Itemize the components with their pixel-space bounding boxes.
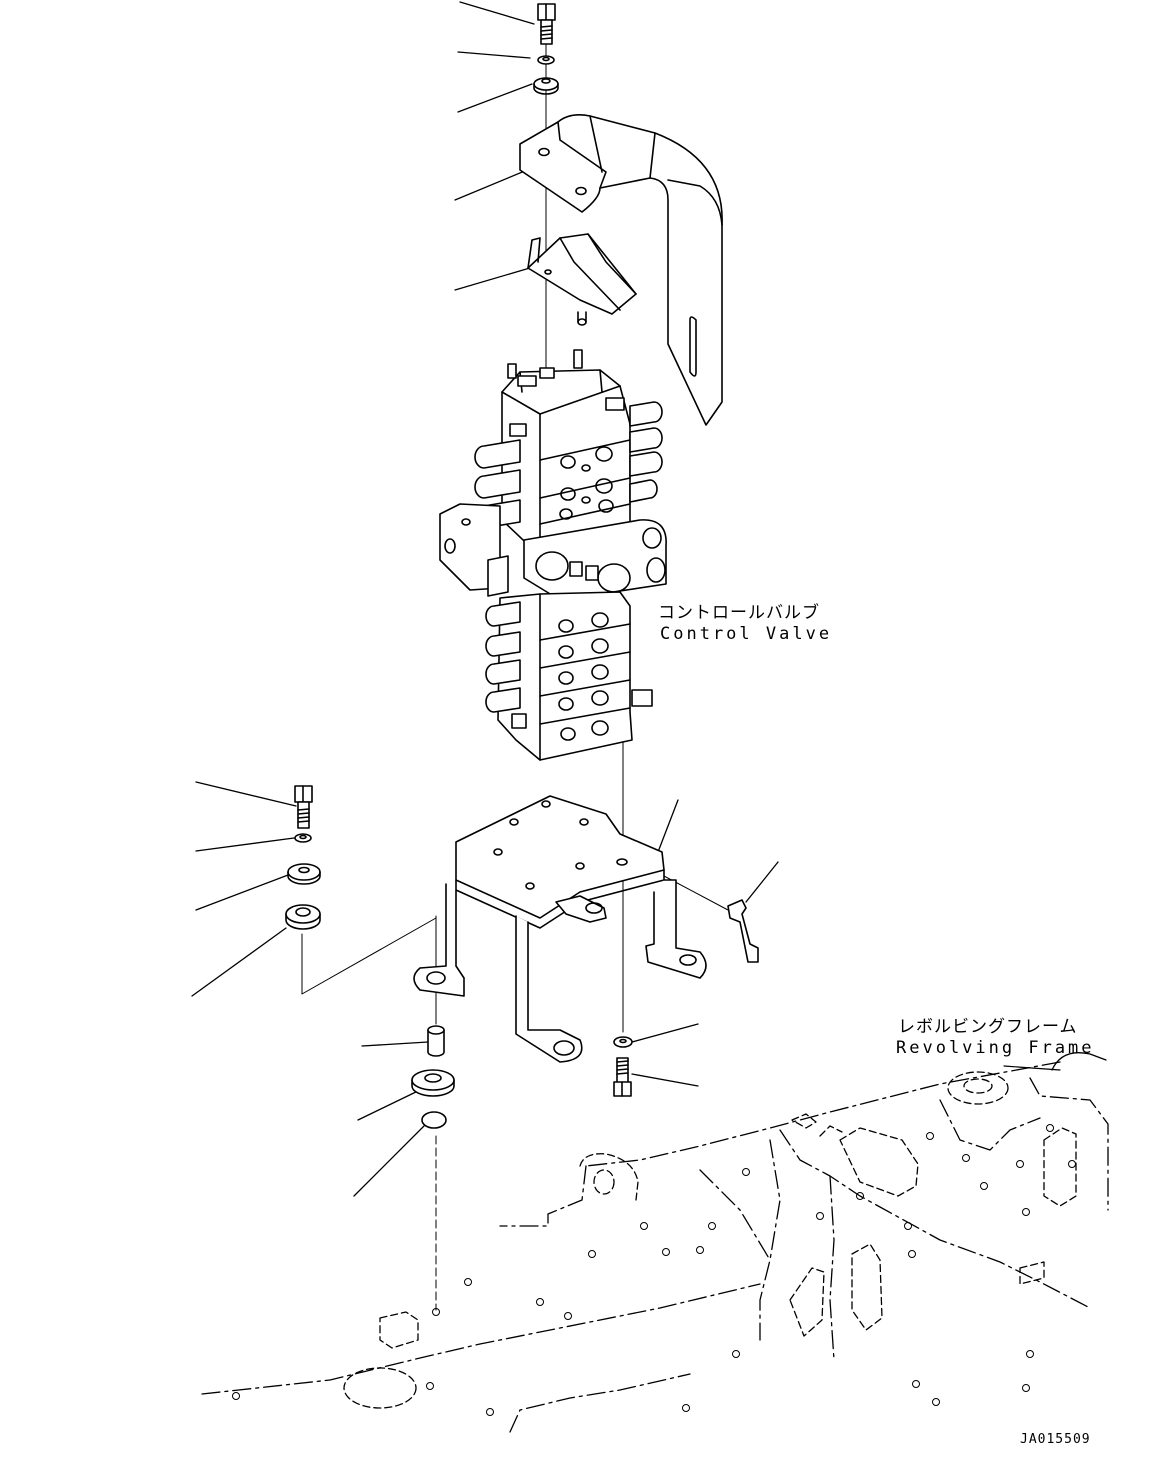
leader-right-bolt [632, 1074, 698, 1086]
control-valve [440, 350, 666, 760]
leader-left-cushion [192, 928, 286, 996]
control-valve-label-en: Control Valve [660, 624, 833, 644]
right-lock-washer [614, 1037, 632, 1047]
leader-cover [455, 168, 532, 200]
leader-clip [746, 862, 778, 902]
leader-top-washer [458, 84, 532, 112]
right-bolt [614, 1058, 631, 1096]
upper-ports [560, 447, 613, 519]
leader-collar [362, 1042, 428, 1046]
left-bolt [295, 786, 312, 828]
lower-left-spools [486, 602, 526, 728]
collar [428, 1026, 444, 1056]
leader-right-lock-washer [632, 1024, 698, 1042]
bracket-plate [528, 234, 636, 325]
top-washer [534, 78, 558, 94]
left-cushion [286, 905, 320, 929]
leader-top-lock-washer [458, 52, 530, 58]
hose-clip [728, 900, 758, 962]
top-bolt [538, 4, 555, 44]
upper-right-spools [630, 402, 662, 502]
leader-stand [658, 800, 678, 852]
revolving-frame [202, 1053, 1108, 1432]
leader-lower-washer [358, 1090, 420, 1120]
document-id: JA015509 [1020, 1432, 1091, 1447]
revolving-frame-label-jp: レボルビングフレーム [898, 1017, 1078, 1037]
lower-cap [422, 1112, 446, 1128]
lower-washer [412, 1070, 454, 1096]
leader-left-lock-washer [196, 838, 294, 851]
top-lock-washer [538, 56, 554, 64]
control-valve-label-jp: コントロールバルブ [658, 603, 820, 623]
leader-revolving-frame [1004, 1066, 1060, 1070]
leader-left-bolt [196, 782, 296, 806]
left-lock-washer [295, 834, 311, 842]
leader-left-washer [196, 872, 296, 910]
leader-lines [192, 2, 778, 1196]
frame-holes [233, 1125, 1076, 1416]
valve-stand [414, 796, 706, 1062]
leader-top-bolt [460, 2, 534, 24]
lower-ports [559, 613, 608, 740]
leader-lower-cap [354, 1126, 424, 1196]
left-washer [288, 864, 320, 884]
assembly-lines [302, 40, 728, 1310]
revolving-frame-label-en: Revolving Frame [896, 1038, 1095, 1058]
valve-cover [520, 115, 722, 425]
leader-bracket-plate [455, 265, 540, 290]
